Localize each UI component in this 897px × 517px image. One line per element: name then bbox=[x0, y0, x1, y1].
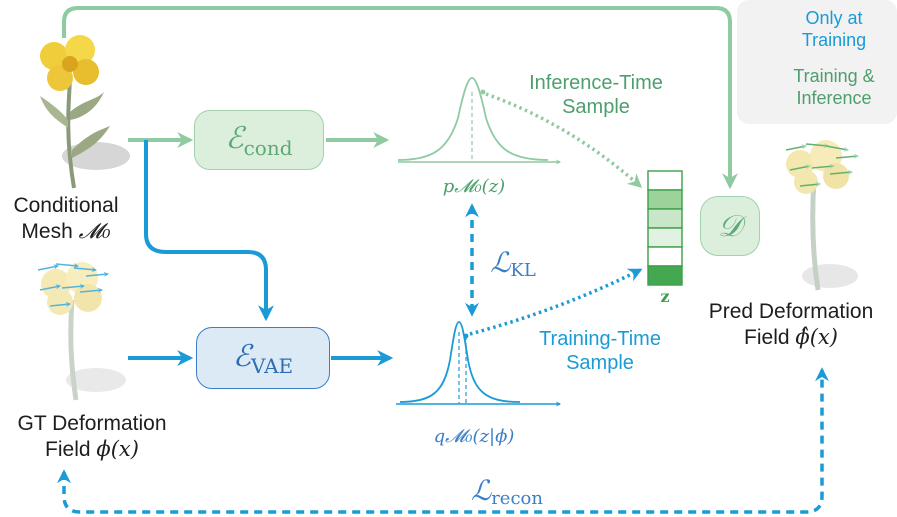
prior-distribution bbox=[397, 77, 562, 165]
pred-field-label: Pred Deformation Field ϕ̂(x) bbox=[708, 300, 874, 349]
pred-vector-2 bbox=[805, 143, 830, 149]
pred-flower-shadow bbox=[802, 264, 858, 288]
econd-symbol: ℰcond bbox=[225, 120, 293, 160]
gt-flower-bloom-3 bbox=[74, 284, 102, 312]
posterior-sample-dot bbox=[463, 333, 469, 339]
pred-flower-bloom-4 bbox=[794, 170, 818, 194]
pred-vector-4 bbox=[835, 153, 860, 159]
latent-cell-3 bbox=[647, 208, 683, 229]
gt-vector-8 bbox=[49, 301, 72, 307]
conditional-mesh-label: Conditional Mesh 𝓜₀ bbox=[13, 194, 119, 243]
pred-vector-7 bbox=[829, 169, 854, 175]
pred-vector-1 bbox=[785, 144, 808, 151]
legend: Only at Training Training & Inference bbox=[737, 0, 897, 124]
latent-cell-5 bbox=[647, 246, 683, 267]
decoder-box: 𝒟 bbox=[700, 196, 760, 256]
latent-cell-1 bbox=[647, 170, 683, 191]
posterior-label: q𝓜₀(z|ϕ) bbox=[433, 426, 515, 447]
recon-loss-arrow bbox=[57, 367, 829, 514]
latent-cell-6 bbox=[647, 265, 683, 286]
flower-petal-1 bbox=[40, 42, 68, 70]
flower-petal-4 bbox=[47, 65, 73, 91]
flower-center bbox=[62, 56, 78, 72]
gt-flower-stem bbox=[68, 299, 79, 401]
evae-symbol: ℰVAE bbox=[232, 338, 294, 378]
decoder-symbol: 𝒟 bbox=[718, 208, 742, 244]
latent-label: z bbox=[660, 287, 670, 306]
legend-training-only-label: Only at Training bbox=[801, 8, 867, 50]
flower-stem bbox=[66, 79, 76, 189]
conditional-mesh-flower-icon bbox=[40, 35, 130, 189]
gt-vector-1 bbox=[37, 264, 60, 271]
pred-vector-8 bbox=[799, 181, 822, 187]
pred-vector-6 bbox=[811, 163, 836, 169]
posterior-curve bbox=[399, 321, 521, 403]
latent-vector bbox=[647, 170, 683, 286]
bypass-arrow bbox=[62, 6, 738, 190]
prior-label: p𝓜₀(z) bbox=[442, 176, 506, 197]
gt-vector-3 bbox=[73, 267, 98, 273]
flower-leaf-3 bbox=[72, 126, 110, 158]
gt-vector-5 bbox=[39, 284, 62, 291]
gt-vector-2 bbox=[55, 263, 80, 269]
flower-leaf-2 bbox=[40, 96, 68, 128]
inference-sample-arrow bbox=[485, 92, 643, 188]
econd-box: ℰcond bbox=[194, 110, 324, 170]
recon-loss-label: ℒrecon bbox=[471, 474, 543, 510]
mesh-to-evae-arrow bbox=[144, 140, 274, 322]
pred-flower-stem bbox=[810, 179, 821, 291]
kl-loss-label: ℒKL bbox=[490, 246, 536, 282]
pred-field-flower-icon bbox=[785, 140, 860, 291]
pred-vector-5 bbox=[789, 164, 812, 171]
evae-box: ℰVAE bbox=[196, 327, 330, 389]
gt-flower-bloom-4 bbox=[47, 289, 73, 315]
legend-training-inference-label: Training & Inference bbox=[793, 66, 875, 108]
gt-vector-7 bbox=[79, 287, 104, 293]
training-sample-arrow bbox=[469, 268, 643, 336]
prior-curve bbox=[397, 77, 549, 161]
gt-vector-6 bbox=[61, 283, 86, 289]
flower-petal-3 bbox=[73, 59, 99, 85]
gt-field-label: GT Deformation Field ϕ(x) bbox=[17, 412, 167, 461]
latent-cell-4 bbox=[647, 227, 683, 248]
prior-sample-dot bbox=[480, 89, 486, 95]
inference-sample-label: Inference-Time Sample bbox=[529, 72, 663, 118]
training-sample-label: Training-Time Sample bbox=[539, 328, 661, 374]
pred-vector-3 bbox=[825, 145, 850, 152]
gt-vector-4 bbox=[85, 271, 110, 277]
pred-flower-bloom-3 bbox=[823, 163, 849, 189]
flower-leaf-1 bbox=[70, 92, 104, 120]
gt-field-flower-icon bbox=[37, 262, 126, 401]
latent-cell-2 bbox=[647, 189, 683, 210]
gt-flower-shadow bbox=[66, 368, 126, 392]
